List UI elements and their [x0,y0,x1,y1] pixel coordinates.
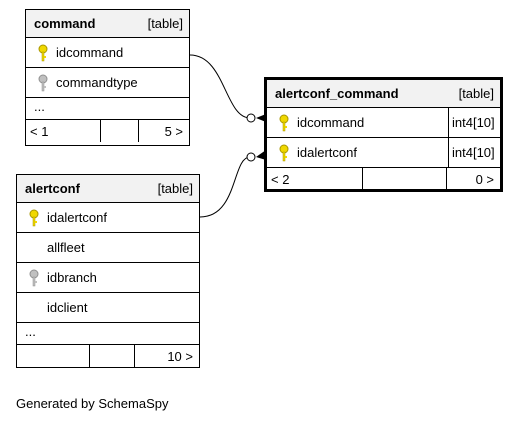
column-row[interactable]: idbranch [17,263,199,293]
table-header: alertconf_command [table] [267,80,500,108]
table-header: command [table] [26,10,189,38]
table-footer: 10 > [17,345,199,367]
column-name: allfleet [47,240,85,255]
primary-key-icon [275,113,293,133]
column-row[interactable]: idalertconf int4[10] [267,138,500,168]
table-command[interactable]: command [table] idcommand commandtype ..… [25,9,190,146]
table-tag: [table] [147,16,183,31]
table-footer: < 2 0 > [267,168,500,190]
table-name: command [34,16,96,31]
relation-command-to-alertconf-command [189,54,251,119]
column-row[interactable]: allfleet [17,233,199,263]
table-alertconf-command[interactable]: alertconf_command [table] idcommand int4… [264,77,503,192]
more-columns: ... [17,323,199,345]
children-count[interactable]: 0 > [446,168,500,190]
table-footer: < 1 5 > [26,120,189,142]
children-count[interactable]: 5 > [138,120,189,142]
column-name: idalertconf [297,145,357,160]
relation-end-circle [246,152,256,162]
column-type: int4[10] [448,108,500,137]
column-name: commandtype [56,75,138,90]
table-header: alertconf [table] [17,175,199,203]
generated-by-caption: Generated by SchemaSpy [16,396,169,411]
column-name: idclient [47,300,88,315]
relation-alertconf-to-alertconf-command [199,156,251,218]
table-tag: [table] [458,86,494,101]
more-columns: ... [26,98,189,120]
primary-key-icon [275,143,293,163]
foreign-key-icon [25,268,43,288]
table-name: alertconf [25,181,80,196]
table-name: alertconf_command [275,86,399,101]
column-name: idcommand [297,115,365,130]
children-count[interactable]: 10 > [134,345,199,367]
column-row[interactable]: idclient [17,293,199,323]
column-type: int4[10] [448,138,500,167]
parents-count[interactable]: < 2 [271,171,290,187]
parents-count [17,345,89,367]
column-name: idcommand [56,45,124,60]
column-row[interactable]: idcommand int4[10] [267,108,500,138]
footer-blank [89,345,134,367]
foreign-key-icon [34,73,52,93]
footer-blank [100,120,138,142]
column-row[interactable]: idcommand [26,38,189,68]
relation-end-circle [246,113,256,123]
table-alertconf[interactable]: alertconf [table] idalertconf allfleet i… [16,174,200,368]
column-row[interactable]: idalertconf [17,203,199,233]
parents-count[interactable]: < 1 [30,123,49,139]
relation-crowfoot [256,150,266,160]
table-tag: [table] [157,181,193,196]
column-row[interactable]: commandtype [26,68,189,98]
relation-crowfoot [256,114,266,122]
column-name: idbranch [47,270,97,285]
primary-key-icon [34,43,52,63]
column-name: idalertconf [47,210,107,225]
primary-key-icon [25,208,43,228]
footer-blank [362,168,446,190]
